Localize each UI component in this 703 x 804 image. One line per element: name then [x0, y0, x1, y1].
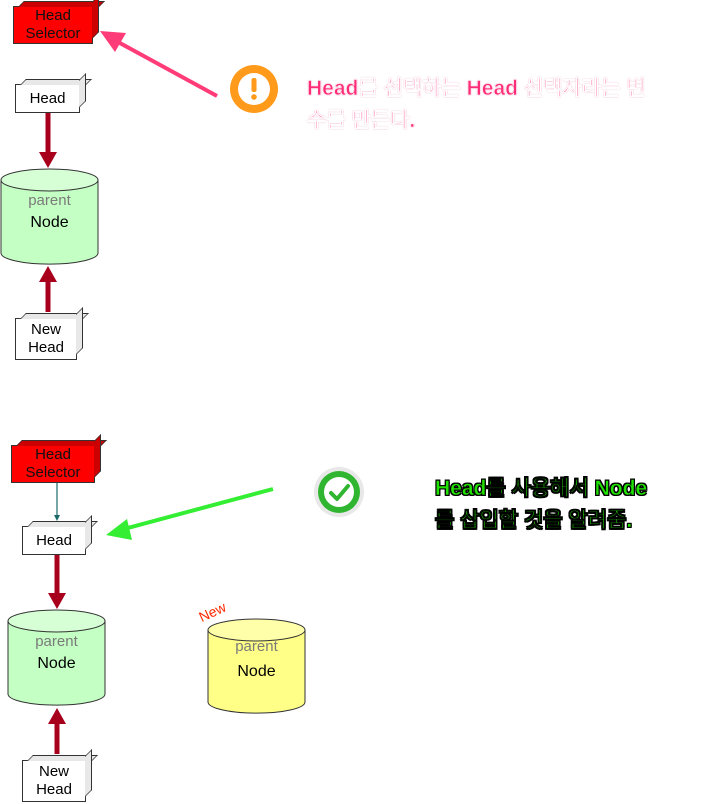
checkmark-icon	[314, 467, 364, 517]
node-cylinder-top: parent Node	[0, 168, 99, 266]
new-head-box-top: New Head	[15, 318, 77, 360]
callout-top-line2: 수를 만든다.	[307, 109, 416, 133]
node-cylinder-bottom: parent Node	[7, 609, 106, 707]
arrow-head-to-node-bottom	[48, 555, 66, 609]
head-box-bottom: Head	[22, 526, 86, 555]
head-selector-line1: Head	[35, 7, 71, 24]
node-parent-label: parent	[28, 192, 71, 209]
head-selector-box-bottom: Head Selector	[11, 445, 95, 483]
head-label: Head	[29, 89, 66, 107]
node-parent-label: parent	[35, 633, 78, 650]
exclamation-icon	[230, 65, 278, 113]
node-name-label: Node	[37, 655, 76, 672]
new-node-parent-label: parent	[235, 638, 278, 655]
new-node-cylinder: parent Node	[207, 618, 306, 715]
head-selector-line2: Selector	[25, 464, 81, 481]
callout-bottom-line1: Head를 사용해서 Node	[435, 477, 648, 500]
new-head-box-bottom: New Head	[22, 760, 86, 802]
arrow-newhead-to-node-bottom	[48, 708, 66, 754]
new-head-line2: Head	[28, 339, 64, 356]
arrow-newhead-to-node-top	[39, 266, 57, 312]
head-selector-line1: Head	[35, 446, 71, 463]
new-head-line1: New	[30, 321, 61, 338]
head-selector-line2: Selector	[25, 25, 81, 42]
pink-callout-arrow	[100, 31, 218, 98]
head-selector-box-top: Head Selector	[13, 6, 93, 44]
callout-top: Head를 선택하는 Head 선택자라는 변 수를 만든다.	[307, 73, 699, 137]
new-head-line2: Head	[36, 781, 72, 798]
callout-bottom: Head를 사용해서 Node 를 삽입할 것을 알려줌.	[435, 473, 695, 537]
new-node-name-label: Node	[237, 663, 276, 680]
new-head-line1: New	[38, 763, 69, 780]
arrow-head-to-node-top	[39, 113, 57, 168]
callout-bottom-line2: 를 삽입할 것을 알려줌.	[435, 509, 633, 532]
head-box-top: Head	[15, 84, 80, 113]
head-label: Head	[36, 531, 72, 549]
green-callout-arrow	[106, 487, 274, 540]
callout-top-line1: Head를 선택하는 Head 선택자라는 변	[307, 77, 646, 101]
node-name-label: Node	[30, 214, 69, 231]
